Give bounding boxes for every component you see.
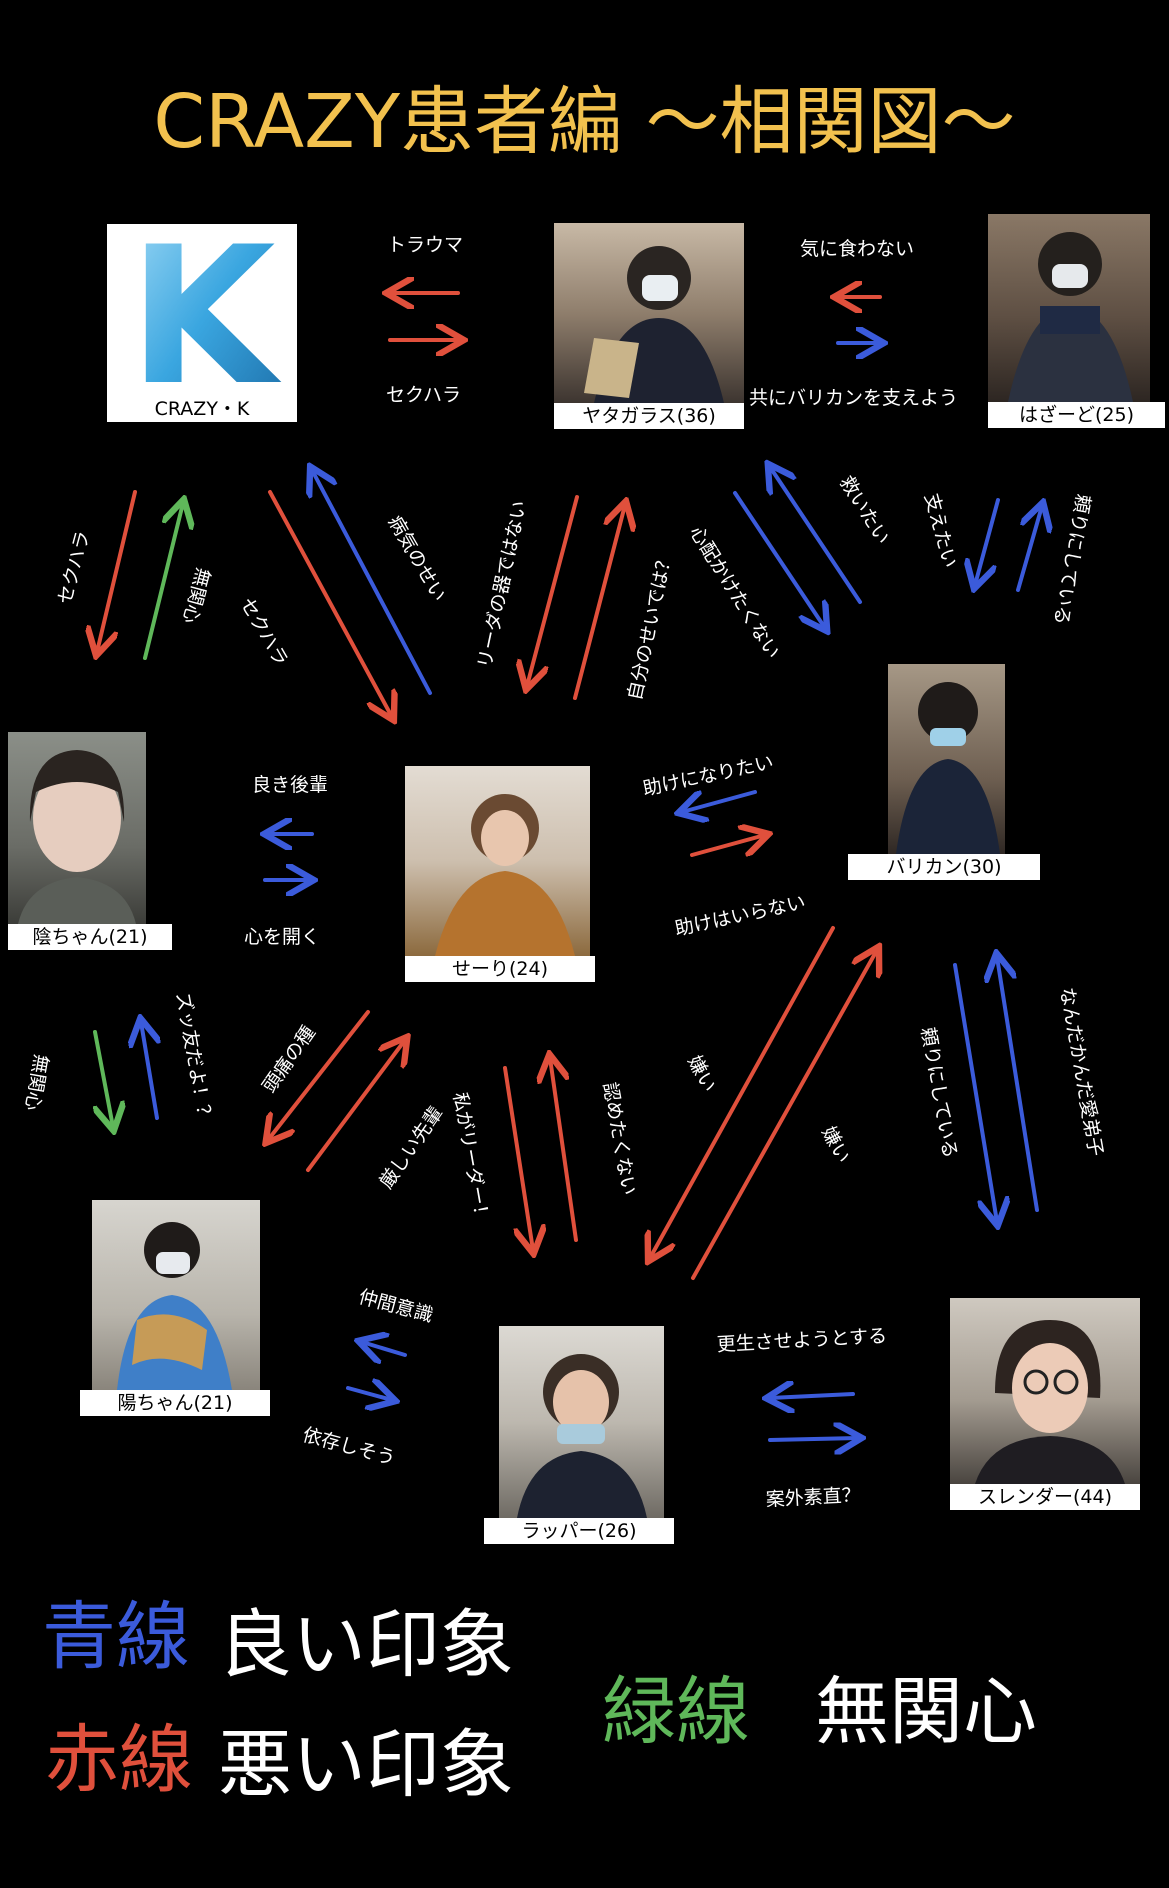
arrow-watashi-leader <box>503 1066 533 1250</box>
arrow-shinpai <box>733 491 825 628</box>
legend-red-name: 赤線 <box>45 1717 193 1803</box>
in-chan-photo <box>8 732 146 924</box>
label-tomoni: 共にバリカンを支えよう <box>749 387 959 409</box>
node-barikan: バリカン(30) <box>848 664 1040 880</box>
node-yatagarasu: ヤタガラス(36) <box>554 223 744 429</box>
node-label: バリカン(30) <box>848 854 1040 880</box>
node-rapper: ラッパー(26) <box>484 1326 674 1544</box>
legend-green-meaning: 無関心 <box>815 1669 1037 1755</box>
label-yoki-kouhai: 良き後輩 <box>252 774 329 796</box>
arrow-tasuke-iranai <box>690 835 765 857</box>
node-label: スレンダー(44) <box>950 1484 1140 1510</box>
arrow-kousei <box>770 1394 855 1398</box>
node-you-chan: 陽ちゃん(21) <box>80 1200 270 1416</box>
label-angai: 案外素直？ <box>765 1484 862 1511</box>
label-kokoro: 心を開く <box>244 926 321 948</box>
arrow-byouki <box>312 470 432 695</box>
seri-photo <box>405 766 590 956</box>
arrow-sekuhara-left <box>97 490 137 652</box>
page-title: CRAZY患者編 ～相関図～ <box>153 79 1016 165</box>
arrow-nandakanda <box>997 957 1039 1212</box>
label-trauma: トラウマ <box>387 234 464 256</box>
label-sekuhara-top: セクハラ <box>386 384 462 406</box>
node-hazado: はざーど(25) <box>988 214 1165 429</box>
arrow-sasaetai <box>975 498 1000 585</box>
arrow-leader-utsuwa <box>527 495 579 686</box>
arrow-mitometakunai <box>550 1058 578 1242</box>
arrow-nakama <box>362 1342 407 1355</box>
node-slender: スレンダー(44) <box>950 1298 1140 1512</box>
arrow-kirai-1 <box>650 926 835 1258</box>
node-label: ラッパー(26) <box>484 1518 674 1544</box>
arrow-tasuke-naritai <box>682 790 757 812</box>
arrow-tayori-low <box>953 963 997 1222</box>
arrow-zutsuu <box>268 1010 370 1140</box>
arrow-mukanshin-low <box>95 1030 113 1127</box>
arrow-sekuhara-mid <box>268 490 392 717</box>
yatagarasu-photo <box>554 223 744 403</box>
node-label: せーり(24) <box>405 956 595 982</box>
legend-blue-name: 青線 <box>42 1594 190 1680</box>
arrow-kibishii <box>306 1040 405 1172</box>
arrow-zuttomo <box>141 1022 157 1120</box>
arrow-tayori-top <box>1016 506 1042 592</box>
node-seri: せーり(24) <box>405 766 595 982</box>
legend-green-name: 緑線 <box>602 1669 750 1755</box>
node-label: はざーど(25) <box>988 402 1165 428</box>
slender-photo <box>950 1298 1140 1484</box>
k-logo-letter: K <box>128 224 281 396</box>
label-kini-kuwanai: 気に食わない <box>800 238 915 260</box>
hazado-photo <box>988 214 1150 402</box>
arrow-sukuitai <box>770 467 862 604</box>
node-label: 陰ちゃん(21) <box>8 924 172 950</box>
legend-red-meaning: 悪い印象 <box>218 1722 514 1808</box>
arrow-kirai-2 <box>691 950 877 1280</box>
arrow-angai <box>768 1438 858 1440</box>
node-label: ヤタガラス(36) <box>554 403 744 429</box>
arrow-jibun-sei <box>573 505 625 700</box>
you-chan-photo <box>92 1200 260 1390</box>
barikan-photo <box>888 664 1005 854</box>
node-crazy-k: K CRAZY・K <box>107 224 297 422</box>
rapper-photo <box>499 1326 664 1518</box>
node-label: 陽ちゃん(21) <box>80 1390 270 1416</box>
arrow-mukanshin-left <box>143 503 183 660</box>
node-label: CRAZY・K <box>107 396 297 422</box>
arrow-izon <box>346 1388 392 1400</box>
node-in-chan: 陰ちゃん(21) <box>8 732 172 950</box>
k-logo: K <box>107 224 297 396</box>
legend-blue-meaning: 良い印象 <box>218 1602 514 1688</box>
